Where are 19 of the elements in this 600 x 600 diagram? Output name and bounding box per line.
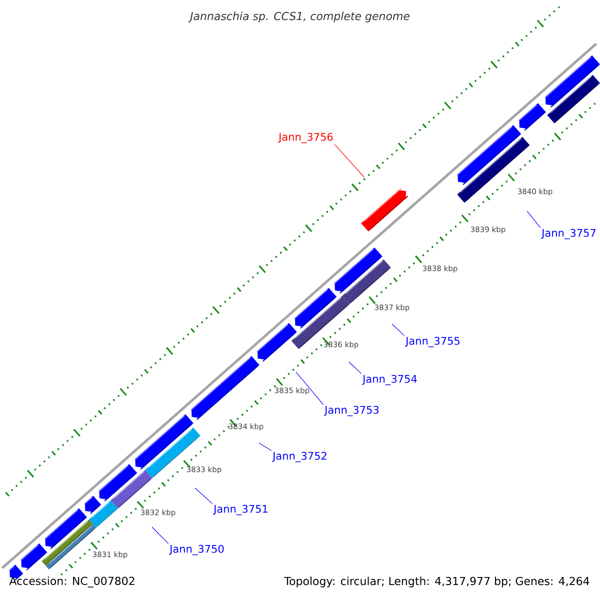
leader-line	[194, 488, 213, 504]
gene-label: Jann_3751	[213, 504, 268, 516]
leader-line	[348, 362, 362, 374]
title: Jannaschia sp. CCS1, complete genome	[188, 12, 410, 22]
gene-label: Jann_3752	[272, 452, 326, 462]
summary-text: Topology: circular; Length: 4,317,977 bp; Genes: 4,264	[284, 576, 590, 588]
gene-label: Jann_3753	[324, 406, 379, 416]
leader-line	[334, 144, 364, 178]
leader-line	[258, 442, 272, 451]
gene-label: Jann_3754	[362, 374, 417, 386]
accession-text: Accession: NC_007802	[9, 576, 134, 588]
gene-label: Jann_3756	[278, 132, 333, 144]
leader-line	[152, 526, 169, 544]
leader-line	[526, 210, 541, 228]
gene-label: Jann_3755	[405, 336, 460, 348]
leader-line	[392, 324, 405, 336]
leader-line	[296, 372, 324, 405]
gene-label: Jann_3750	[169, 544, 224, 556]
gene-label: Jann_3757	[541, 228, 596, 240]
